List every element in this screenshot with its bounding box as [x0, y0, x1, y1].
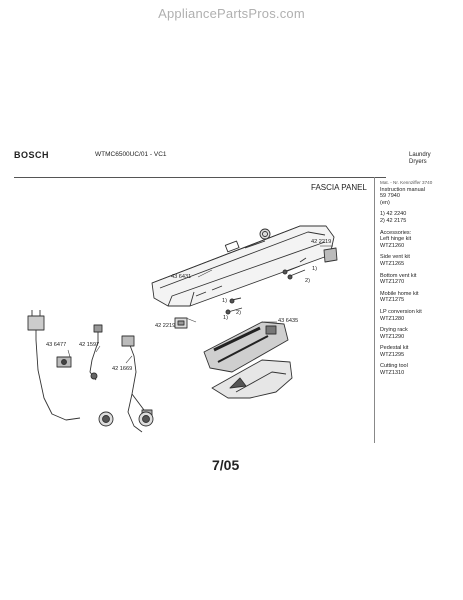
sidebar-divider [374, 177, 375, 443]
marker-1-lower: 1) [223, 315, 228, 321]
sidebar-header: Mat. - Nr. Kennziffer 3740 [380, 180, 433, 185]
sidebar-line: WTZ1265 [380, 260, 405, 267]
brand-name: BOSCH [14, 150, 50, 160]
control-board [203, 321, 289, 373]
model-number: WTMC6500UC/01 - VC1 [95, 151, 167, 158]
marker-1-left: 1) [222, 298, 227, 304]
sidebar-line: 2) 42 2175 [380, 217, 407, 224]
label-42-2219-top: 42 2219 [311, 239, 331, 245]
parts-sidebar: Mat. - Nr. Kennziffer 3740 Instruction m… [380, 180, 460, 377]
label-43-6477: 43 6477 [46, 342, 66, 348]
terminal-block [56, 356, 72, 368]
sidebar-line: WTZ1310 [380, 370, 405, 377]
sidebar-line: Side vent kit [380, 254, 410, 261]
category-line-1: Laundry [409, 152, 431, 158]
sidebar-line: LP conversion kit [380, 308, 422, 315]
sidebar-line: WTZ1295 [380, 351, 405, 358]
sidebar-line: Instruction manual [380, 186, 425, 193]
label-43-6431: 43 6431 [171, 274, 191, 280]
leader-lines [67, 245, 333, 364]
label-42-1597: 42 1597 [79, 342, 99, 348]
diagram-title: FASCIA PANEL [311, 183, 367, 192]
sidebar-line: Left hinge kit [380, 236, 412, 243]
fascia-panel [151, 225, 335, 307]
marker-2-left: 2) [236, 310, 241, 316]
label-42-2219-bottom: 42 2219 [155, 323, 175, 329]
sidebar-line: 59 7940 [380, 193, 400, 200]
sidebar-line: WTZ1280 [380, 315, 405, 322]
sidebar-line: WTZ1270 [380, 279, 405, 286]
panel-bracket [174, 317, 188, 329]
screws-right [282, 257, 307, 280]
header-rule [14, 177, 386, 178]
bracket-top-right [323, 247, 338, 263]
sidebar-line: WTZ1260 [380, 242, 405, 249]
marker-1-right: 1) [312, 266, 317, 272]
category-line-2: Dryers [409, 159, 427, 165]
mounting-bracket [211, 359, 293, 399]
revision-date: 7/05 [212, 457, 240, 473]
sidebar-line: 1) 42 2240 [380, 211, 407, 218]
sidebar-line: WTZ1290 [380, 333, 405, 340]
sidebar-line: Mobile home kit [380, 290, 419, 297]
watermark: AppliancePartsPros.com [158, 6, 305, 21]
sidebar-line: Accessories: [380, 229, 412, 236]
connector-right [138, 411, 154, 427]
screws-left [225, 297, 243, 315]
category: Laundry Dryers [409, 152, 431, 166]
label-43-6435: 43 6435 [278, 318, 298, 324]
ground-wire [89, 324, 103, 381]
sidebar-line: Bottom vent kit [380, 272, 417, 279]
sidebar-line: WTZ1275 [380, 297, 405, 304]
sidebar-line: Drying rack [380, 327, 408, 334]
sidebar-line: Cutting tool [380, 363, 408, 370]
sidebar-line: Pedestal kit [380, 345, 409, 352]
sidebar-line: (en) [380, 199, 390, 206]
connector-left [98, 411, 114, 427]
marker-2-right: 2) [305, 278, 310, 284]
label-42-1669: 42 1669 [112, 366, 132, 372]
power-cord [27, 310, 81, 421]
